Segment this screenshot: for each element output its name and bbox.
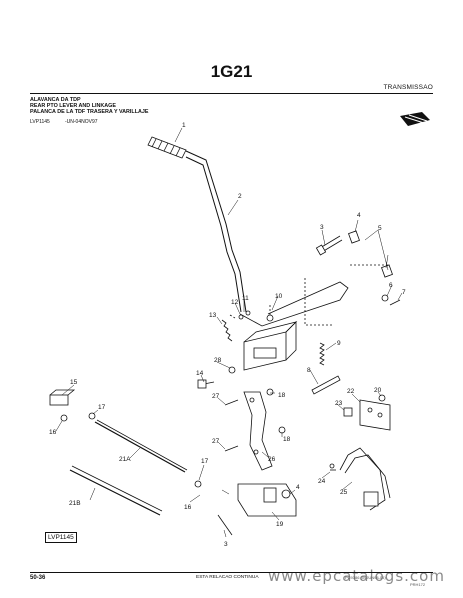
figure-id-box: LVP1145 (45, 532, 77, 543)
callout-12: 12 (231, 299, 239, 306)
footer-divider (30, 572, 433, 573)
callout-20: 20 (374, 387, 382, 394)
callout-19: 19 (276, 521, 284, 528)
callout-4b: 4 (296, 484, 300, 491)
callout-27: 27 (212, 393, 220, 400)
callout-18: 18 (278, 392, 286, 399)
page-number: 50-36 (30, 575, 46, 581)
callout-10: 10 (275, 293, 283, 300)
callout-1: 1 (182, 122, 186, 129)
callout-16b: 16 (184, 504, 192, 511)
callout-7: 7 (402, 289, 406, 296)
callout-21b: 21B (69, 500, 81, 507)
callout-4: 4 (357, 212, 361, 219)
callout-3b: 3 (224, 541, 228, 548)
callout-2: 2 (238, 193, 242, 200)
callout-14: 14 (196, 370, 204, 377)
callout-9: 9 (337, 340, 341, 347)
header-divider (30, 93, 433, 94)
section-label: TRANSMISSAO (383, 84, 433, 91)
figure-code: LVP1145 (30, 119, 50, 125)
callout-24: 24 (318, 478, 326, 485)
callout-26: 26 (268, 456, 276, 463)
callout-3: 3 (320, 224, 324, 231)
callout-13: 13 (209, 312, 217, 319)
callout-28: 28 (214, 357, 222, 364)
rod-21a (94, 421, 186, 473)
lever-rod (185, 150, 247, 313)
continues-note: ESTA RELACAO CONTINUA (196, 575, 259, 580)
heading-english: REAR PTO LEVER AND LINKAGE (30, 103, 116, 109)
callout-18b: 18 (283, 436, 291, 443)
catalog-stamp: PC9386 (09JUN98-04) (345, 575, 386, 580)
bolt-3 (319, 235, 341, 249)
direction-arrow-icon (400, 112, 430, 126)
callout-8: 8 (307, 367, 311, 374)
callout-17b: 17 (201, 458, 209, 465)
rod-21b (69, 469, 161, 516)
spring-13 (221, 319, 233, 342)
callout-17: 17 (98, 404, 106, 411)
catalog-stamp-2: PRH172 (410, 582, 426, 587)
watermark: www.epcatalogs.com (268, 567, 445, 585)
callout-21a: 21A (119, 456, 131, 463)
heading-portuguese: ALAVANCA DA TDP (30, 97, 81, 103)
heading-spanish: PALANCA DE LA TDF TRASERA Y VARILLAJE (30, 109, 149, 115)
callout-16: 16 (49, 429, 57, 436)
page-title: 1G21 (210, 62, 253, 81)
callout-6: 6 (389, 282, 393, 289)
serial-code: -UN-04NOV97 (65, 119, 98, 125)
callout-23: 23 (335, 400, 343, 407)
callout-27b: 27 (212, 438, 220, 445)
callout-15: 15 (70, 379, 78, 386)
callout-22: 22 (347, 388, 355, 395)
callout-25: 25 (340, 489, 348, 496)
lever-grip (147, 136, 187, 159)
callout-5: 5 (378, 225, 382, 232)
callout-11: 11 (242, 295, 249, 302)
